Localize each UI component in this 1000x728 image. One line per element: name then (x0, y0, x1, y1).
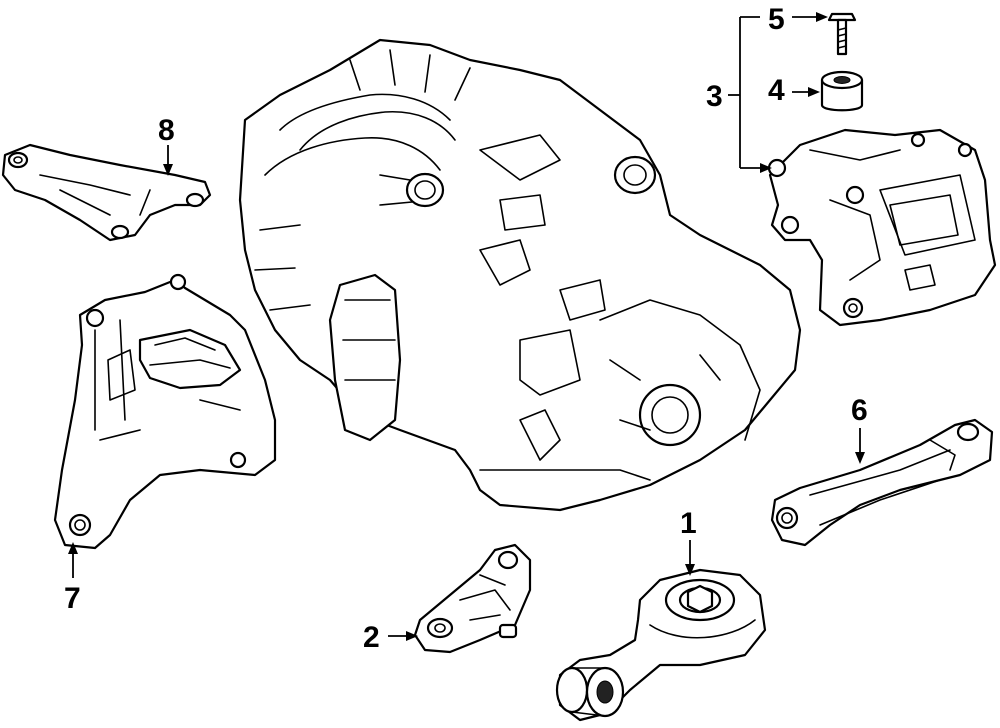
part-4-bushing (820, 70, 864, 112)
callout-6: 6 (851, 394, 868, 464)
callout-4-label: 4 (768, 74, 785, 107)
engine-transaxle-assembly (238, 38, 802, 512)
callout-2: 2 (363, 621, 418, 654)
part-6-torque-rod (770, 418, 994, 547)
callout-6-label: 6 (851, 394, 868, 427)
callout-7: 7 (64, 542, 81, 615)
callout-8: 8 (158, 114, 175, 176)
part-8-bracket (1, 143, 212, 242)
part-2-bracket (413, 543, 532, 654)
callout-1-label: 1 (680, 507, 697, 540)
callout-2-label: 2 (363, 621, 380, 654)
part-1-lower-mount (555, 568, 767, 722)
callout-3-4-5: 3 5 4 (706, 3, 828, 173)
callout-7-label: 7 (64, 582, 81, 615)
callout-8-label: 8 (158, 114, 175, 147)
callout-5-label: 5 (768, 3, 785, 36)
part-5-bolt (827, 12, 857, 56)
callout-3-label: 3 (706, 80, 723, 113)
part-7-engine-mount (53, 273, 277, 550)
part-3-transmission-mount (767, 128, 997, 327)
callout-1: 1 (680, 507, 697, 576)
